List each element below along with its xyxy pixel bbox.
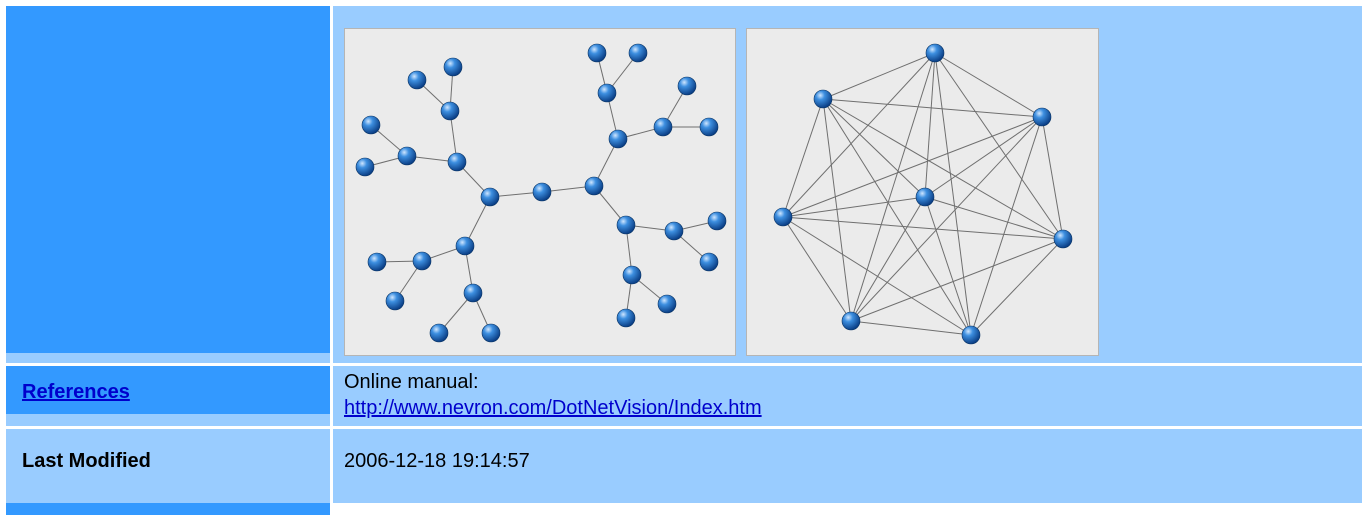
sphere-node-icon bbox=[813, 89, 833, 109]
diagram-edge bbox=[782, 216, 852, 322]
row-divider bbox=[6, 503, 330, 515]
image-value-cell bbox=[333, 6, 1362, 363]
sphere-node-icon bbox=[463, 283, 483, 303]
sphere-node-icon bbox=[616, 308, 636, 328]
diagram-edge bbox=[782, 98, 824, 218]
sphere-node-icon bbox=[355, 157, 375, 177]
image-label-cell bbox=[6, 6, 330, 353]
diagram-edge bbox=[822, 98, 926, 198]
sphere-node-icon bbox=[361, 115, 381, 135]
sphere-node-icon bbox=[367, 252, 387, 272]
last-modified-label-cell: Last Modified bbox=[6, 429, 330, 503]
sphere-node-icon bbox=[429, 323, 449, 343]
sphere-node-icon bbox=[628, 43, 648, 63]
diagram-edge bbox=[924, 116, 1043, 198]
diagram-edge bbox=[924, 196, 972, 336]
diagram-edge bbox=[782, 52, 936, 218]
diagram-edge bbox=[850, 238, 1064, 322]
diagram-edge bbox=[822, 98, 852, 322]
last-modified-label: Last Modified bbox=[22, 450, 151, 472]
row-divider bbox=[6, 353, 330, 363]
references-link[interactable]: References bbox=[22, 381, 130, 403]
tree-diagram-svg bbox=[355, 43, 727, 343]
sphere-node-icon bbox=[616, 215, 636, 235]
last-modified-value-cell: 2006-12-18 19:14:57 bbox=[333, 429, 1362, 503]
diagram-edge bbox=[822, 98, 972, 336]
diagram-edge bbox=[850, 196, 926, 322]
sphere-node-icon bbox=[412, 251, 432, 271]
diagram-edge bbox=[934, 52, 972, 336]
sphere-node-icon bbox=[584, 176, 604, 196]
manual-url-link[interactable]: http://www.nevron.com/DotNetVision/Index… bbox=[344, 397, 762, 419]
sphere-node-icon bbox=[915, 187, 935, 207]
mesh-diagram-svg bbox=[773, 43, 1073, 345]
diagram-edge bbox=[924, 196, 1064, 240]
tree-diagram-image bbox=[344, 28, 736, 356]
mesh-diagram-image bbox=[746, 28, 1099, 356]
last-modified-value: 2006-12-18 19:14:57 bbox=[344, 450, 530, 472]
sphere-node-icon bbox=[657, 294, 677, 314]
sphere-node-icon bbox=[773, 207, 793, 227]
diagram-edge bbox=[1041, 116, 1064, 240]
sphere-node-icon bbox=[664, 221, 684, 241]
diagram-edge bbox=[822, 98, 1043, 118]
sphere-node-icon bbox=[961, 325, 981, 345]
sphere-node-icon bbox=[653, 117, 673, 137]
sphere-node-icon bbox=[481, 323, 501, 343]
diagram-edge bbox=[970, 116, 1043, 336]
sphere-node-icon bbox=[1032, 107, 1052, 127]
sphere-node-icon bbox=[707, 211, 727, 231]
sphere-node-icon bbox=[397, 146, 417, 166]
sphere-node-icon bbox=[597, 83, 617, 103]
sphere-node-icon bbox=[587, 43, 607, 63]
references-label-cell: References bbox=[6, 366, 330, 414]
sphere-node-icon bbox=[841, 311, 861, 331]
sphere-node-icon bbox=[925, 43, 945, 63]
references-value-cell: Online manual: http://www.nevron.com/Dot… bbox=[333, 366, 1362, 426]
sphere-node-icon bbox=[532, 182, 552, 202]
diagram-edge bbox=[782, 216, 972, 336]
sphere-node-icon bbox=[443, 57, 463, 77]
sphere-node-icon bbox=[699, 117, 719, 137]
diagram-edge bbox=[970, 238, 1064, 336]
diagram-edge bbox=[850, 116, 1043, 322]
diagram-edge bbox=[850, 320, 972, 336]
sphere-node-icon bbox=[407, 70, 427, 90]
sphere-node-icon bbox=[677, 76, 697, 96]
diagram-edge bbox=[822, 52, 936, 100]
row-divider bbox=[6, 414, 330, 426]
diagram-edge bbox=[782, 216, 1064, 240]
diagram-edge bbox=[850, 52, 936, 322]
sphere-node-icon bbox=[447, 152, 467, 172]
diagram-edge bbox=[924, 52, 936, 198]
sphere-node-icon bbox=[455, 236, 475, 256]
sphere-node-icon bbox=[440, 101, 460, 121]
manual-intro-text: Online manual: bbox=[344, 371, 479, 393]
diagram-edge bbox=[822, 98, 1064, 240]
sphere-node-icon bbox=[699, 252, 719, 272]
sphere-node-icon bbox=[480, 187, 500, 207]
sphere-node-icon bbox=[385, 291, 405, 311]
diagram-edge bbox=[782, 116, 1043, 218]
sphere-node-icon bbox=[608, 129, 628, 149]
diagram-edge bbox=[934, 52, 1043, 118]
sphere-node-icon bbox=[622, 265, 642, 285]
diagram-edge bbox=[782, 196, 926, 218]
sphere-node-icon bbox=[1053, 229, 1073, 249]
